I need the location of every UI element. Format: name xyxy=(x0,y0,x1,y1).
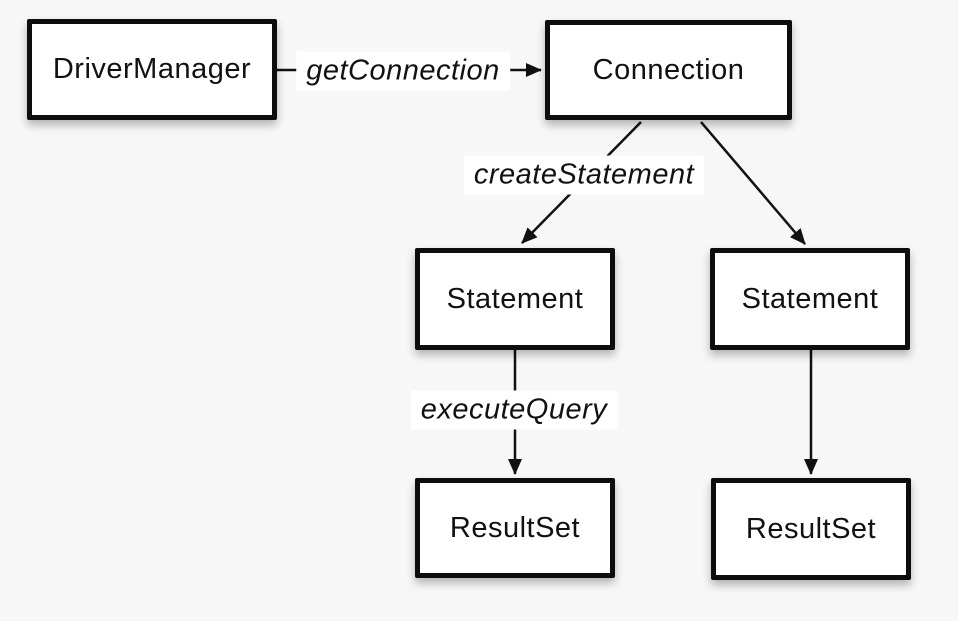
edge-connection-statement-right-arrow xyxy=(700,121,806,245)
edge-label-getconnection: getConnection xyxy=(296,51,510,91)
node-drivermanager: DriverManager xyxy=(27,19,277,120)
edge-label-createstatement: createStatement xyxy=(463,155,705,195)
node-statement-left: Statement xyxy=(415,248,615,350)
node-statement-right: Statement xyxy=(710,248,910,350)
node-resultset-right: ResultSet xyxy=(711,478,911,580)
node-connection: Connection xyxy=(545,20,792,120)
edge-label-executequery: executeQuery xyxy=(410,390,618,430)
node-resultset-left: ResultSet xyxy=(415,478,615,578)
